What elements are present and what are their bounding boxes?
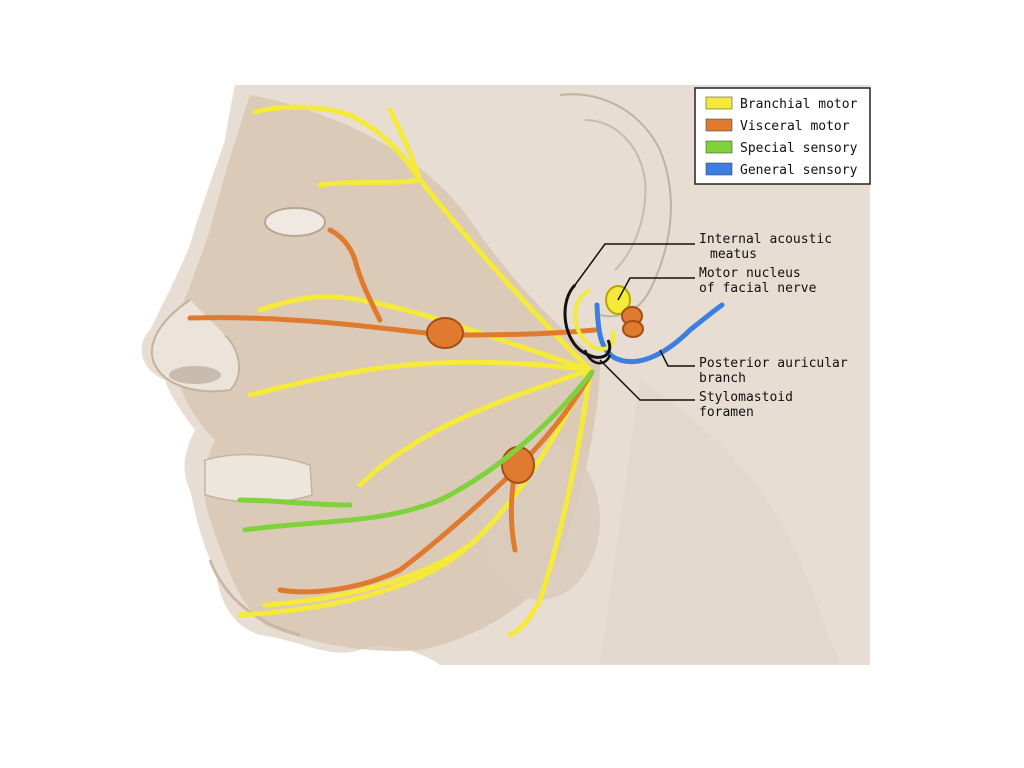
callout-posterior-auricular-line1: Posterior auricular — [699, 356, 848, 371]
neck-region — [600, 380, 840, 665]
branchial-motor-forehead-branch — [387, 107, 423, 183]
branchial-motor-temporal-branch — [252, 104, 593, 373]
callout-internal-acoustic-line1: Internal acoustic — [699, 232, 832, 247]
callout-stylomastoid-line2: foramen — [699, 405, 754, 420]
branchial-motor-lower-buccal-branch — [357, 367, 593, 488]
internal-acoustic-meatus-ring — [573, 288, 616, 351]
chin — [208, 559, 301, 637]
callout-internal-acoustic-line2: meatus — [710, 247, 757, 262]
legend: Branchial motor Visceral motor Special s… — [694, 87, 871, 185]
branchial-motor-marginal-branch — [237, 542, 473, 618]
legend-label-general-sensory: General sensory — [740, 163, 858, 178]
visceral-motor-lacrimal-branch — [327, 227, 383, 323]
leader-internal-acoustic-meatus — [574, 243, 695, 286]
branchial-motor-buccal-branch — [247, 359, 593, 398]
legend-swatch-special-sensory — [705, 140, 733, 154]
visceral-motor-chorda-tympani — [277, 369, 595, 595]
legend-label-special-sensory: Special sensory — [740, 141, 858, 156]
pterygopalatine-ganglion — [426, 317, 464, 349]
submandibular-ganglion — [501, 446, 535, 484]
callout-posterior-auricular-line2: branch — [699, 371, 746, 386]
nose — [150, 299, 241, 393]
leader-motor-nucleus — [617, 277, 695, 301]
stylomastoid-outline — [583, 349, 612, 365]
nerve-branches — [187, 104, 725, 638]
nostril — [169, 366, 221, 384]
leader-stylomastoid — [599, 359, 695, 401]
ear-inner — [584, 119, 647, 271]
special-sensory-taste-branch — [242, 369, 595, 533]
legend-label-branchial-motor: Branchial motor — [740, 97, 858, 112]
branchial-motor-orbital-branch — [317, 177, 423, 188]
callout-labels: Internal acoustic meatus Motor nucleus o… — [699, 232, 848, 420]
legend-swatch-general-sensory — [705, 162, 733, 176]
general-sensory-auricular-branch — [594, 302, 725, 365]
eye — [264, 207, 326, 237]
branchial-motor-zygomatic-branch — [257, 294, 593, 373]
internal-acoustic-meatus-outline — [563, 283, 612, 359]
branchial-motor-cervical-branch — [507, 367, 593, 638]
callout-leaders — [574, 243, 695, 401]
motor-nucleus-orange-lower — [622, 320, 644, 338]
legend-swatch-branchial-motor — [705, 96, 733, 110]
leader-posterior-auricular — [659, 349, 695, 367]
legend-label-visceral-motor: Visceral motor — [740, 119, 850, 134]
callout-stylomastoid-line1: Stylomastoid — [699, 390, 793, 405]
callout-motor-nucleus-line1: Motor nucleus — [699, 266, 801, 281]
mouth-teeth — [204, 453, 313, 504]
legend-swatch-visceral-motor — [705, 118, 733, 132]
callout-motor-nucleus-line2: of facial nerve — [699, 281, 817, 296]
special-sensory-tongue-branch — [237, 497, 353, 508]
